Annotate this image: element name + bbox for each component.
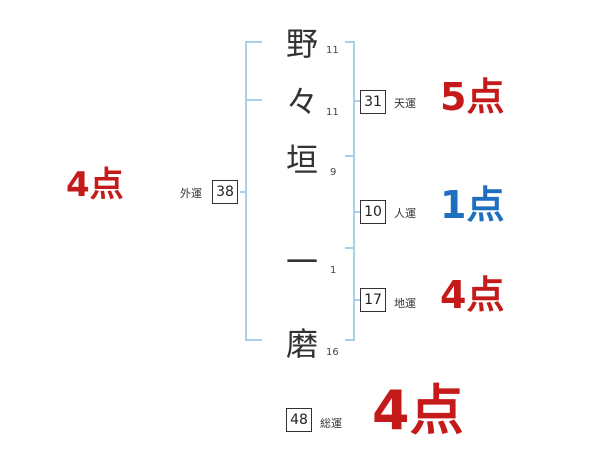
gaiun-score: 4点 <box>66 165 124 205</box>
gaiun-label: 外運 <box>180 187 202 200</box>
jinun-score: 1点 <box>440 183 505 227</box>
name-char-2: 々 <box>285 83 318 121</box>
stroke-count-1: 11 <box>326 45 339 56</box>
chiun-score: 4点 <box>440 273 505 317</box>
name-char-1: 野 <box>285 25 318 63</box>
outer-bracket <box>245 41 262 341</box>
chiun-label: 地運 <box>394 297 416 310</box>
stroke-count-4: 1 <box>330 265 337 276</box>
tenun-bracket <box>345 41 355 157</box>
gaiun-value-box: 38 <box>212 180 238 204</box>
jinun-label: 人運 <box>394 207 416 220</box>
stroke-count-3: 9 <box>330 167 337 178</box>
stroke-count-5: 16 <box>326 347 339 358</box>
tenun-score: 5点 <box>440 75 505 119</box>
chiun-value-box: 17 <box>360 288 386 312</box>
tenun-label: 天運 <box>394 97 416 110</box>
name-char-5: 磨 <box>285 325 318 363</box>
tenun-value-box: 31 <box>360 90 386 114</box>
name-char-4: 一 <box>285 243 318 281</box>
jinun-value-box: 10 <box>360 200 386 224</box>
name-char-3: 垣 <box>285 141 318 179</box>
stroke-count-2: 11 <box>326 107 339 118</box>
chiun-bracket <box>345 247 355 341</box>
souun-value-box: 48 <box>286 408 312 432</box>
jinun-bracket <box>345 155 355 249</box>
souun-score: 4点 <box>372 379 464 442</box>
souun-label: 総運 <box>320 417 342 430</box>
